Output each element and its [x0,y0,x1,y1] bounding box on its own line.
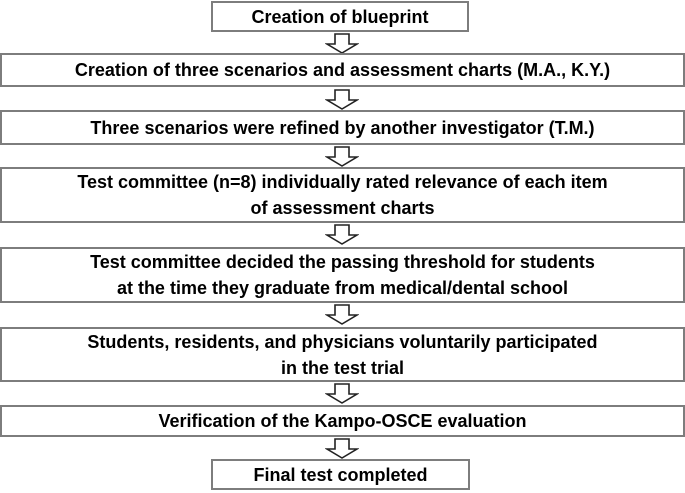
flow-step-passing-threshold-decision: Test committee decided the passing thres… [0,247,685,303]
flow-step-scenarios-and-charts-creation: Creation of three scenarios and assessme… [0,53,685,87]
flow-step-scenario-refinement: Three scenarios were refined by another … [0,110,685,145]
flow-step-test-trial-participation: Students, residents, and physicians volu… [0,327,685,382]
down-arrow-icon [325,146,359,167]
flow-step-kampo-osce-verification: Verification of the Kampo-OSCE evaluatio… [0,405,685,437]
down-arrow-icon [325,89,359,110]
down-arrow-icon [325,224,359,245]
down-arrow-icon [325,33,359,54]
flow-step-final-test-completed: Final test completed [211,459,470,490]
down-arrow-icon [325,438,359,459]
down-arrow-icon [325,304,359,325]
flow-step-relevance-rating: Test committee (n=8) individually rated … [0,167,685,223]
down-arrow-icon [325,383,359,404]
flow-step-creation-of-blueprint: Creation of blueprint [211,1,469,32]
